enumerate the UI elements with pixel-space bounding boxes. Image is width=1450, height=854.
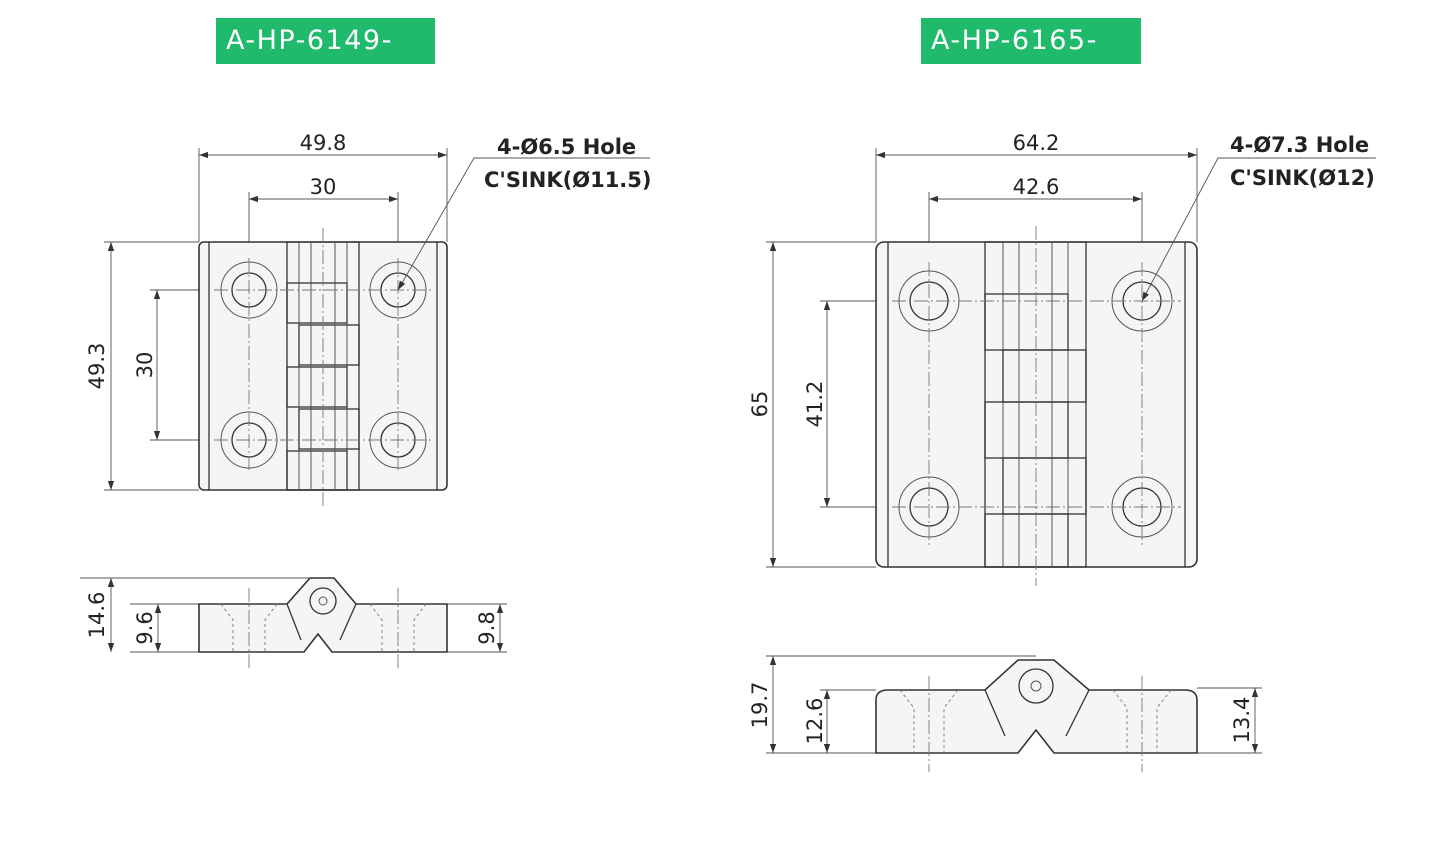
hole-note-line-2: C'SINK(Ø11.5): [484, 168, 652, 192]
dim-side-total: 14.6: [85, 592, 109, 639]
dim-hole-pitch-y: 41.2: [803, 381, 827, 428]
hole-note-line-1: 4-Ø6.5 Hole: [497, 135, 636, 159]
dim-side-right: 9.8: [475, 611, 499, 644]
left-top-view: 49.8 30 49.3 30 4-Ø6.5 Hole C'SINK(Ø11.5…: [85, 131, 652, 508]
left-side-view: 14.6 9.6 9.8: [80, 577, 507, 670]
dim-height: 65: [748, 391, 772, 418]
dim-side-left: 12.6: [803, 698, 827, 745]
dim-width: 64.2: [1013, 131, 1060, 155]
dim-hole-pitch-y: 30: [133, 352, 157, 379]
dim-width: 49.8: [300, 131, 347, 155]
dim-hole-pitch-x: 30: [310, 175, 337, 199]
right-top-view: 64.2 42.6 65 41.2 4-Ø7.3 Hole C'SINK(Ø12…: [748, 131, 1376, 586]
dim-hole-pitch-x: 42.6: [1013, 175, 1060, 199]
right-side-view: 19.7 12.6 13.4: [748, 655, 1262, 772]
dim-side-right: 13.4: [1230, 697, 1254, 744]
dim-side-total: 19.7: [748, 682, 772, 729]
hole-note-line-2: C'SINK(Ø12): [1230, 166, 1375, 190]
model-tag-right: A-HP-6165-64: [921, 18, 1141, 102]
hole-note-line-1: 4-Ø7.3 Hole: [1230, 133, 1369, 157]
dim-height: 49.3: [85, 343, 109, 390]
model-tag-left: A-HP-6149-49: [216, 18, 435, 102]
dim-side-left: 9.6: [133, 611, 157, 644]
